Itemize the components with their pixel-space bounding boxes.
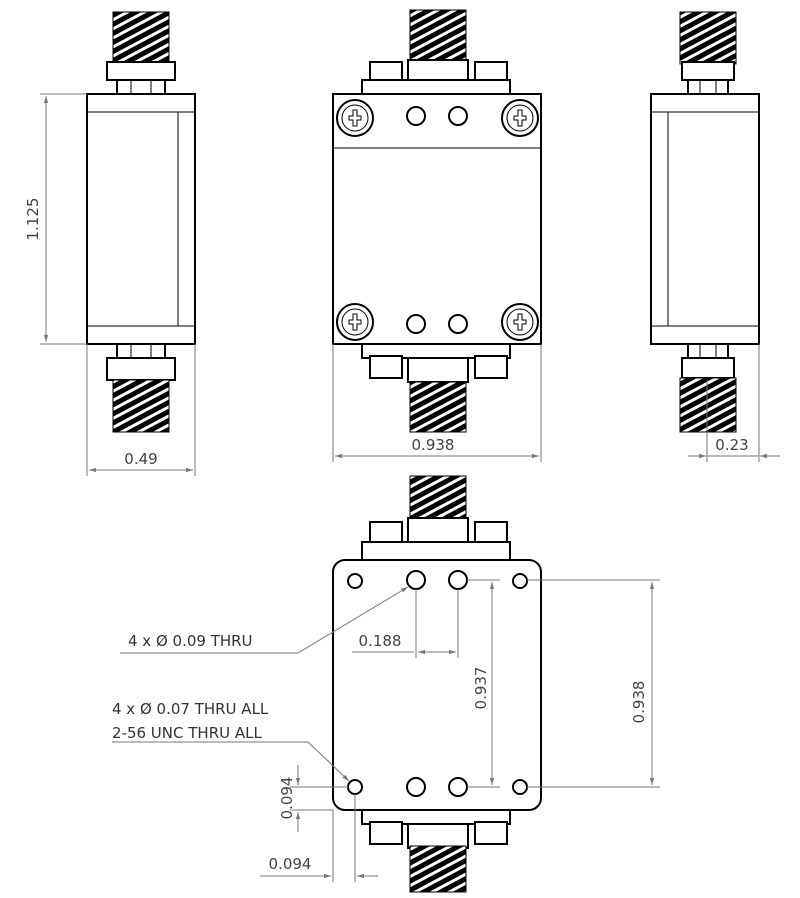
front-thread-bottom: [409, 381, 467, 433]
screw-icon: [336, 303, 374, 341]
screw-icon: [501, 303, 539, 341]
through-hole: [448, 777, 468, 797]
dim-overall-height: 0.938: [630, 681, 648, 724]
bottom-thread-top: [409, 475, 467, 521]
right-thread-bottom: [679, 377, 737, 433]
left-body: [86, 93, 196, 345]
callout-tapped-line1: 4 x Ø 0.07 THRU ALL: [112, 700, 269, 718]
screw-icon: [501, 99, 539, 137]
tapped-hole: [347, 779, 363, 795]
callout-tapped-line2: 2-56 UNC THRU ALL: [112, 724, 262, 742]
dim-edge-offset-horizontal: 0.094: [269, 855, 312, 873]
left-thread-top: [112, 11, 170, 65]
dim-hole-vertical: 0.937: [472, 667, 490, 710]
left-thread-bottom: [112, 379, 170, 433]
front-thread-top: [409, 9, 467, 61]
bottom-thread-bottom: [409, 845, 467, 893]
dim-edge-offset-vertical: 0.094: [278, 777, 296, 820]
left-hex-bottom: [106, 357, 176, 381]
through-hole: [406, 570, 426, 590]
tapped-hole: [512, 779, 528, 795]
through-hole: [406, 777, 426, 797]
dim-front-width: 0.938: [412, 436, 455, 454]
tapped-hole: [347, 573, 363, 589]
through-hole: [448, 570, 468, 590]
left-side-view: 1.125 0.49: [24, 11, 196, 476]
right-body: [650, 93, 760, 345]
dim-hole-spacing: 0.188: [359, 632, 402, 650]
right-thread-top: [679, 11, 737, 65]
dim-left-width: 0.49: [124, 450, 157, 468]
front-view: 0.938: [332, 9, 542, 462]
dim-left-height: 1.125: [24, 198, 42, 241]
right-side-view: 0.23: [650, 11, 780, 462]
bottom-view: 4 x Ø 0.09 THRU 4 x Ø 0.07 THRU ALL 2-56…: [112, 475, 660, 893]
tapped-hole: [512, 573, 528, 589]
callout-through-holes: 4 x Ø 0.09 THRU: [128, 632, 253, 650]
bottom-body: [332, 559, 542, 811]
dim-right-offset: 0.23: [715, 436, 748, 454]
screw-icon: [336, 99, 374, 137]
left-hex-top: [106, 61, 176, 81]
